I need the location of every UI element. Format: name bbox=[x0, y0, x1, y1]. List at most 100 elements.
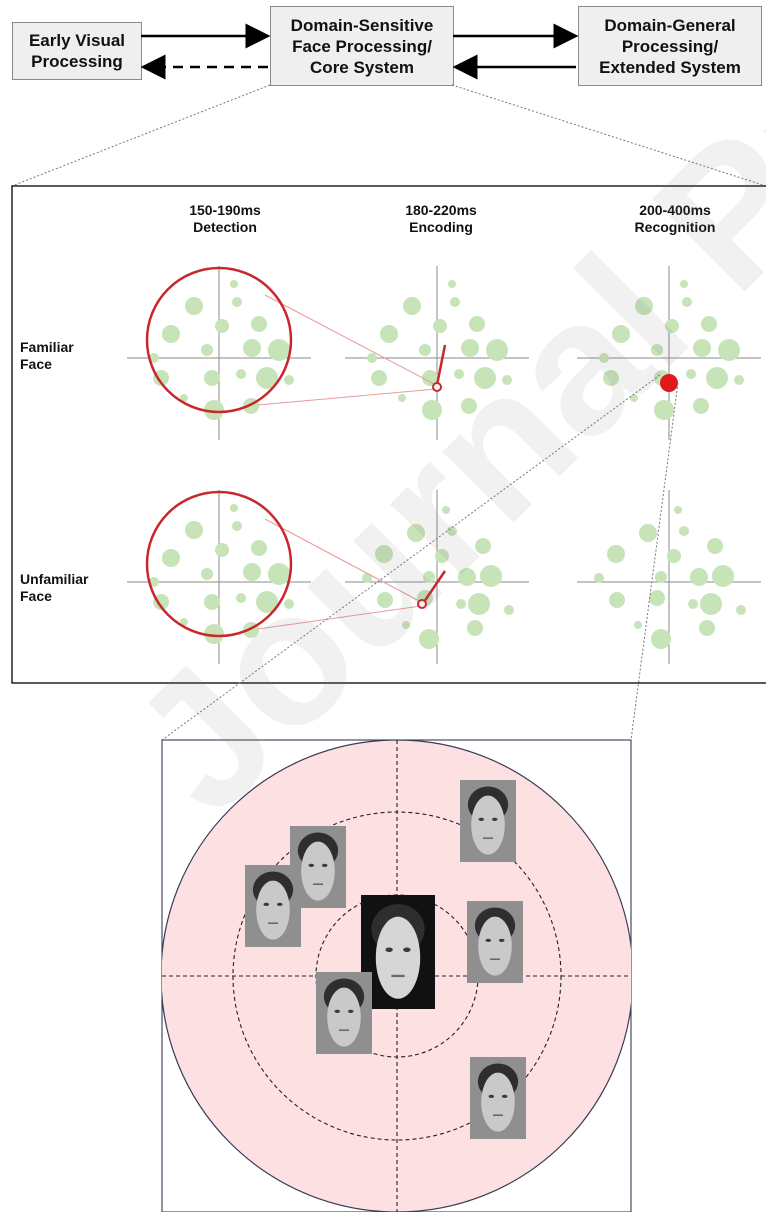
cluster-dot bbox=[251, 540, 267, 556]
cluster-dot bbox=[609, 592, 625, 608]
domain-sensitive-line-1: Domain-Sensitive bbox=[290, 15, 434, 35]
cluster-dot bbox=[599, 353, 609, 363]
stage-time-recognition: 200-400ms bbox=[639, 202, 711, 218]
row-label-familiar-line-2: Face bbox=[20, 356, 52, 372]
cluster-dot bbox=[180, 394, 188, 402]
cluster-dot bbox=[665, 319, 679, 333]
cluster-dot bbox=[718, 339, 740, 361]
stage-name-recognition: Recognition bbox=[634, 219, 716, 235]
encoding-marker-familiar bbox=[432, 382, 442, 392]
stage-name-detection: Detection bbox=[193, 219, 257, 235]
stage-time-encoding: 180-220ms bbox=[405, 202, 477, 218]
stage-label-recognition: 200-400ms Recognition bbox=[600, 202, 750, 236]
cluster-dot bbox=[153, 594, 169, 610]
row-label-unfamiliar: Unfamiliar Face bbox=[20, 571, 88, 605]
zoom-line-left bbox=[11, 84, 271, 187]
cluster-dot bbox=[362, 573, 372, 583]
cluster-dot bbox=[402, 621, 410, 629]
cluster-dot bbox=[185, 521, 203, 539]
cluster-dot bbox=[448, 280, 456, 288]
dot-cluster bbox=[577, 266, 761, 440]
row-label-unfamiliar-line-2: Face bbox=[20, 588, 52, 604]
encoding-marker-unfamiliar bbox=[417, 599, 427, 609]
cluster-dot bbox=[594, 573, 604, 583]
cluster-dot bbox=[371, 370, 387, 386]
cluster-dot bbox=[456, 599, 466, 609]
cluster-dot bbox=[153, 370, 169, 386]
cluster-dot bbox=[480, 565, 502, 587]
cluster-dot bbox=[422, 400, 442, 420]
cluster-dot bbox=[712, 565, 734, 587]
cluster-dot bbox=[236, 369, 246, 379]
cluster-dot bbox=[442, 506, 450, 514]
cluster-dot bbox=[232, 521, 242, 531]
stage-panel bbox=[11, 185, 766, 684]
cluster-dot bbox=[232, 297, 242, 307]
cluster-dot bbox=[398, 394, 406, 402]
cluster-dot bbox=[686, 369, 696, 379]
cluster-dot bbox=[680, 280, 688, 288]
cluster-dot bbox=[201, 568, 213, 580]
cluster-dot bbox=[407, 524, 425, 542]
zoom-unfamiliar-top bbox=[264, 518, 422, 603]
cluster-dot bbox=[201, 344, 213, 356]
cluster-dot bbox=[215, 319, 229, 333]
cluster-dot bbox=[419, 629, 439, 649]
stage-label-encoding: 180-220ms Encoding bbox=[366, 202, 516, 236]
cluster-dot bbox=[230, 280, 238, 288]
encoding-line-unfamiliar bbox=[422, 570, 447, 603]
cluster-dot bbox=[634, 621, 642, 629]
cluster-dot bbox=[486, 339, 508, 361]
domain-sensitive-line-2: Face Processing/ bbox=[292, 36, 432, 56]
cluster-dot bbox=[502, 375, 512, 385]
cluster-dot bbox=[419, 344, 431, 356]
cluster-dot bbox=[204, 400, 224, 420]
face-photo bbox=[316, 972, 372, 1054]
cluster-dot bbox=[204, 624, 224, 644]
cluster-dot bbox=[467, 620, 483, 636]
cluster-dot bbox=[461, 398, 477, 414]
cluster-dot bbox=[603, 370, 619, 386]
cluster-dot bbox=[447, 526, 457, 536]
stage-label-detection: 150-190ms Detection bbox=[150, 202, 300, 236]
cluster-dot bbox=[367, 353, 377, 363]
cluster-dot bbox=[682, 297, 692, 307]
cluster-dot bbox=[651, 629, 671, 649]
cluster-dot bbox=[243, 563, 261, 581]
zoom-familiar-top bbox=[264, 294, 437, 386]
cluster-dot bbox=[734, 375, 744, 385]
early-visual-line-1: Early Visual bbox=[28, 31, 126, 50]
cluster-dot bbox=[701, 316, 717, 332]
cluster-dot bbox=[149, 353, 159, 363]
cluster-dot bbox=[654, 400, 674, 420]
cluster-dot bbox=[607, 545, 625, 563]
zoom-unfamiliar-bottom bbox=[257, 605, 422, 630]
cluster-dot bbox=[612, 325, 630, 343]
zoom-familiar-bottom bbox=[257, 388, 437, 406]
cluster-dot bbox=[651, 344, 663, 356]
zoom-line-bottom-left bbox=[161, 374, 661, 741]
dot-cluster bbox=[345, 490, 529, 664]
cluster-dot bbox=[423, 571, 435, 583]
dot-cluster bbox=[127, 490, 311, 664]
cluster-dot bbox=[375, 545, 393, 563]
cluster-dot bbox=[422, 370, 438, 386]
cluster-dot bbox=[433, 319, 447, 333]
cluster-dot bbox=[377, 592, 393, 608]
cluster-dot bbox=[149, 577, 159, 587]
cluster-dot bbox=[469, 316, 485, 332]
cluster-dot bbox=[185, 297, 203, 315]
domain-general-line-3: Extended System bbox=[599, 57, 741, 77]
cluster-dot bbox=[461, 339, 479, 357]
cluster-dot bbox=[450, 297, 460, 307]
cluster-dot bbox=[180, 618, 188, 626]
cluster-dot bbox=[435, 549, 449, 563]
cluster-dot bbox=[688, 599, 698, 609]
cluster-dot bbox=[707, 538, 723, 554]
cluster-dot bbox=[268, 563, 290, 585]
stage-time-detection: 150-190ms bbox=[189, 202, 261, 218]
early-visual-line-2: Processing bbox=[31, 52, 123, 71]
cluster-dot bbox=[693, 339, 711, 357]
face-photo bbox=[470, 1057, 526, 1139]
